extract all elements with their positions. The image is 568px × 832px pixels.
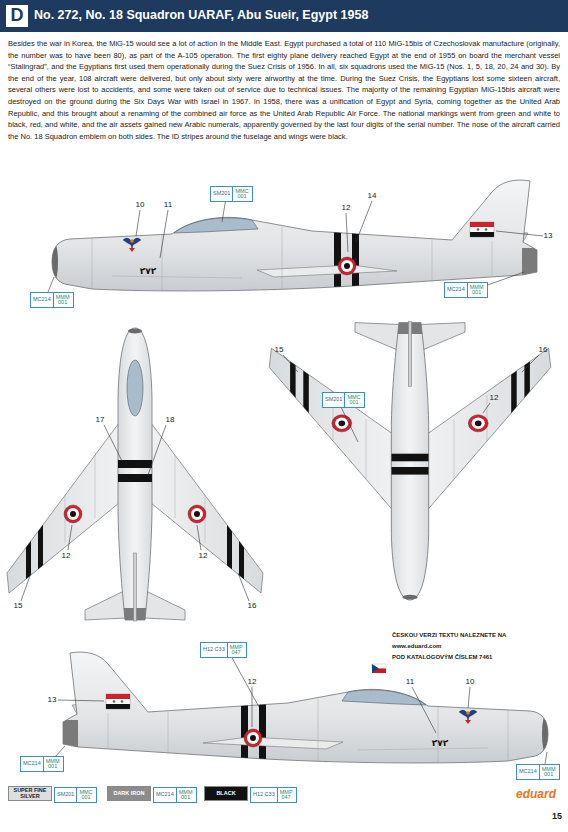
paint-code-box: MC214MMM 001 <box>516 764 560 780</box>
callout-number: 13 <box>48 696 57 705</box>
color-swatch: BLACK <box>204 786 248 801</box>
aircraft-number: ٢٧٢ <box>432 739 448 749</box>
callout-number: 16 <box>539 346 548 355</box>
callout-number: 12 <box>62 552 71 561</box>
paint-code: MMP 047 <box>227 643 245 657</box>
paint-code-box: MC214MMM 001 <box>444 282 488 298</box>
czech-flag <box>372 664 386 673</box>
callout-number: 15 <box>275 346 284 355</box>
paint-code: MMM 001 <box>539 765 558 779</box>
paint-code-box: H12 C33MMP 047 <box>200 642 247 658</box>
czech-note: POD KATALOGOVÝM ČÍSLEM 7461 <box>392 654 492 661</box>
page-number: 15 <box>552 812 562 822</box>
callout-number: 12 <box>248 678 257 687</box>
callout-number: 11 <box>406 678 414 687</box>
callout-number: 15 <box>14 602 23 611</box>
callout-number: 12 <box>199 552 208 561</box>
brand-logo: eduard <box>516 788 556 801</box>
legend-text: SUPER FINE SILVER <box>11 788 49 800</box>
callout-number: 10 <box>136 201 145 210</box>
paint-code: MMP 047 <box>277 788 295 802</box>
header-badge <box>6 5 28 27</box>
color-swatch: SUPER FINE SILVER <box>8 786 52 801</box>
paint-code-box: SM201MMC 001 <box>210 186 253 202</box>
paint-code: MC214 <box>31 293 53 307</box>
callout-number: 13 <box>544 232 553 241</box>
paint-code: MMC 001 <box>76 788 94 802</box>
color-swatch: DARK IRON <box>107 786 151 801</box>
header-band <box>0 0 568 32</box>
paint-code-box: SM201MMC 001 <box>54 787 97 803</box>
left-profile <box>50 180 538 302</box>
paint-code: MMC 001 <box>344 393 362 407</box>
paint-code-box: SM201MMC 001 <box>322 392 365 408</box>
paint-code: H12 C33 <box>251 788 277 802</box>
paint-code: MMM 001 <box>43 757 62 771</box>
paint-code: MMM 001 <box>467 283 486 297</box>
callout-number: 12 <box>490 394 499 403</box>
paint-code: MC214 <box>21 757 43 771</box>
paint-code: MC214 <box>154 788 176 802</box>
paint-code: SM201 <box>211 187 232 201</box>
paint-code: MMC 001 <box>232 187 250 201</box>
badge-letter: D <box>11 6 24 26</box>
legend-text: DARK IRON <box>113 791 144 797</box>
right-profile <box>62 652 550 774</box>
leader-lines <box>21 198 547 764</box>
paint-code: MMM 001 <box>53 293 72 307</box>
canopy <box>127 360 143 416</box>
paint-code: MC214 <box>445 283 467 297</box>
page-title: No. 272, No. 18 Squadron UARAF, Abu Suei… <box>34 9 368 23</box>
czech-note: www.eduard.com <box>392 643 441 650</box>
paint-code-box: MC214MMM 001 <box>153 787 197 803</box>
legend-text: BLACK <box>216 791 235 797</box>
callout-number: 18 <box>166 416 175 425</box>
callout-number: 11 <box>164 201 172 210</box>
callout-number: 16 <box>248 602 257 611</box>
paint-code: H12 C33 <box>201 643 227 657</box>
paint-code-box: MC214MMM 001 <box>20 756 64 772</box>
paint-code: MMM 001 <box>176 788 195 802</box>
lower-plan-view <box>269 321 551 600</box>
callout-number: 12 <box>342 204 351 213</box>
paint-code: MC214 <box>517 765 539 779</box>
callout-number: 10 <box>466 678 475 687</box>
czech-note: ČESKOU VERZI TEXTU NALEZNETE NA <box>392 632 506 639</box>
paint-code: SM201 <box>323 393 344 407</box>
paint-code-box: H12 C33MMP 047 <box>250 787 297 803</box>
paint-code-box: MC214MMM 001 <box>30 292 74 308</box>
history-text: Besides the war in Korea, the MiG-15 wou… <box>8 38 560 142</box>
callout-number: 17 <box>96 416 105 425</box>
aircraft-number: ٢٧٢ <box>140 267 156 277</box>
callout-number: 14 <box>368 192 377 201</box>
paint-code: SM201 <box>55 788 76 802</box>
upper-plan-view <box>7 328 263 622</box>
